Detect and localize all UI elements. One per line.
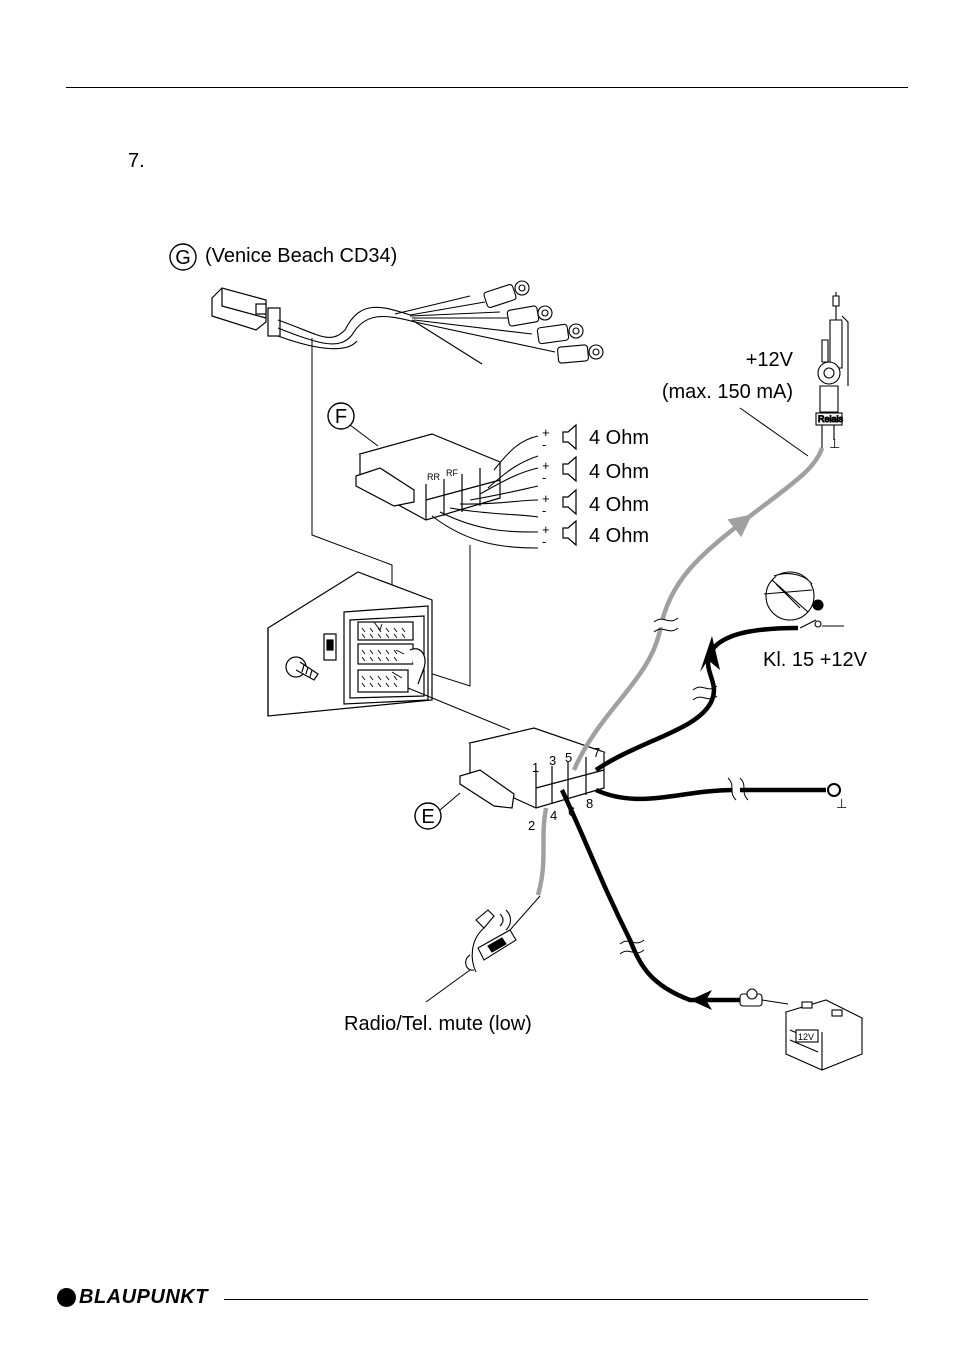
connector-e-letter: E xyxy=(421,806,434,828)
mute-callout xyxy=(426,970,470,1002)
connector-f-letter: F xyxy=(335,406,347,428)
connector-g-cable xyxy=(278,296,555,364)
connector-e-label: E xyxy=(415,793,460,829)
brand-name: BLAUPUNKT xyxy=(79,1286,208,1309)
battery-label: 12V xyxy=(798,1032,814,1042)
antenna-ground-symbol: ⊥ xyxy=(829,436,840,451)
connector-g-letter: G xyxy=(175,247,191,269)
footer-rule xyxy=(224,1299,868,1300)
svg-text:4 Ohm: 4 Ohm xyxy=(589,494,649,516)
connector-f-label: F xyxy=(328,403,378,446)
svg-text:1: 1 xyxy=(532,760,539,775)
antenna-wire-end xyxy=(745,448,822,520)
connector-g-model: (Venice Beach CD34) xyxy=(205,245,397,267)
svg-text:4: 4 xyxy=(550,808,557,823)
ignition-label: Kl. 15 +12V xyxy=(763,649,868,671)
rca-plugs xyxy=(483,281,603,363)
ignition-switch xyxy=(764,572,844,628)
ground-ring-terminal xyxy=(828,784,840,796)
svg-text:-: - xyxy=(542,534,546,549)
svg-text:5: 5 xyxy=(565,750,572,765)
head-unit xyxy=(268,572,432,716)
speaker-4-icon xyxy=(563,521,576,545)
svg-text:4 Ohm: 4 Ohm xyxy=(589,427,649,449)
rca-plug-4 xyxy=(557,345,603,364)
brand-logo: BLAUPUNKT xyxy=(57,1286,208,1309)
connector-f-tag-rr: RR xyxy=(427,472,440,482)
ground-wire-break xyxy=(732,780,740,802)
svg-text:-: - xyxy=(542,437,546,452)
svg-text:-: - xyxy=(542,503,546,518)
antenna-wire-break xyxy=(654,622,678,626)
antenna-voltage: +12V xyxy=(746,349,794,371)
speaker-3: + - 4 Ohm xyxy=(542,490,649,518)
svg-text:7: 7 xyxy=(593,745,600,760)
connector-g-plug xyxy=(212,288,280,336)
rca-plug-1 xyxy=(483,281,529,308)
speaker-4: + - 4 Ohm xyxy=(542,521,649,549)
telephone-icon xyxy=(466,910,516,972)
battery-clamp xyxy=(740,989,788,1006)
connector-g-label: G (Venice Beach CD34) xyxy=(170,244,397,270)
svg-text:-: - xyxy=(542,470,546,485)
antenna-current: (max. 150 mA) xyxy=(662,381,793,403)
power-antenna: Relais xyxy=(816,292,848,448)
svg-text:4 Ohm: 4 Ohm xyxy=(589,461,649,483)
rca-plug-3 xyxy=(537,324,583,344)
ground-wire xyxy=(596,790,826,799)
connector-e-leader xyxy=(408,688,510,730)
speakers: + - 4 Ohm + - 4 Ohm + - 4 Ohm + - 4 Ohm xyxy=(542,425,649,549)
mute-callout-top xyxy=(510,896,540,930)
speaker-2: + - 4 Ohm xyxy=(542,457,649,485)
speaker-3-icon xyxy=(563,490,576,514)
rca-plug-2 xyxy=(507,306,552,327)
svg-text:4 Ohm: 4 Ohm xyxy=(589,525,649,547)
svg-text:2: 2 xyxy=(528,818,535,833)
speaker-2-icon xyxy=(563,457,576,481)
svg-text:8: 8 xyxy=(586,796,593,811)
brand-dot-icon xyxy=(57,1288,76,1307)
battery-wire xyxy=(562,790,740,1000)
speaker-1: + - 4 Ohm xyxy=(542,425,649,452)
antenna-relay-label: Relais xyxy=(818,414,844,424)
ground-symbol: ⊥ xyxy=(836,796,847,811)
mute-wire xyxy=(538,808,546,895)
mute-label: Radio/Tel. mute (low) xyxy=(344,1013,532,1035)
svg-text:3: 3 xyxy=(549,753,556,768)
antenna-callout xyxy=(740,408,808,456)
connector-f-tag-rf: RF xyxy=(446,468,458,478)
speaker-1-icon xyxy=(563,425,576,449)
